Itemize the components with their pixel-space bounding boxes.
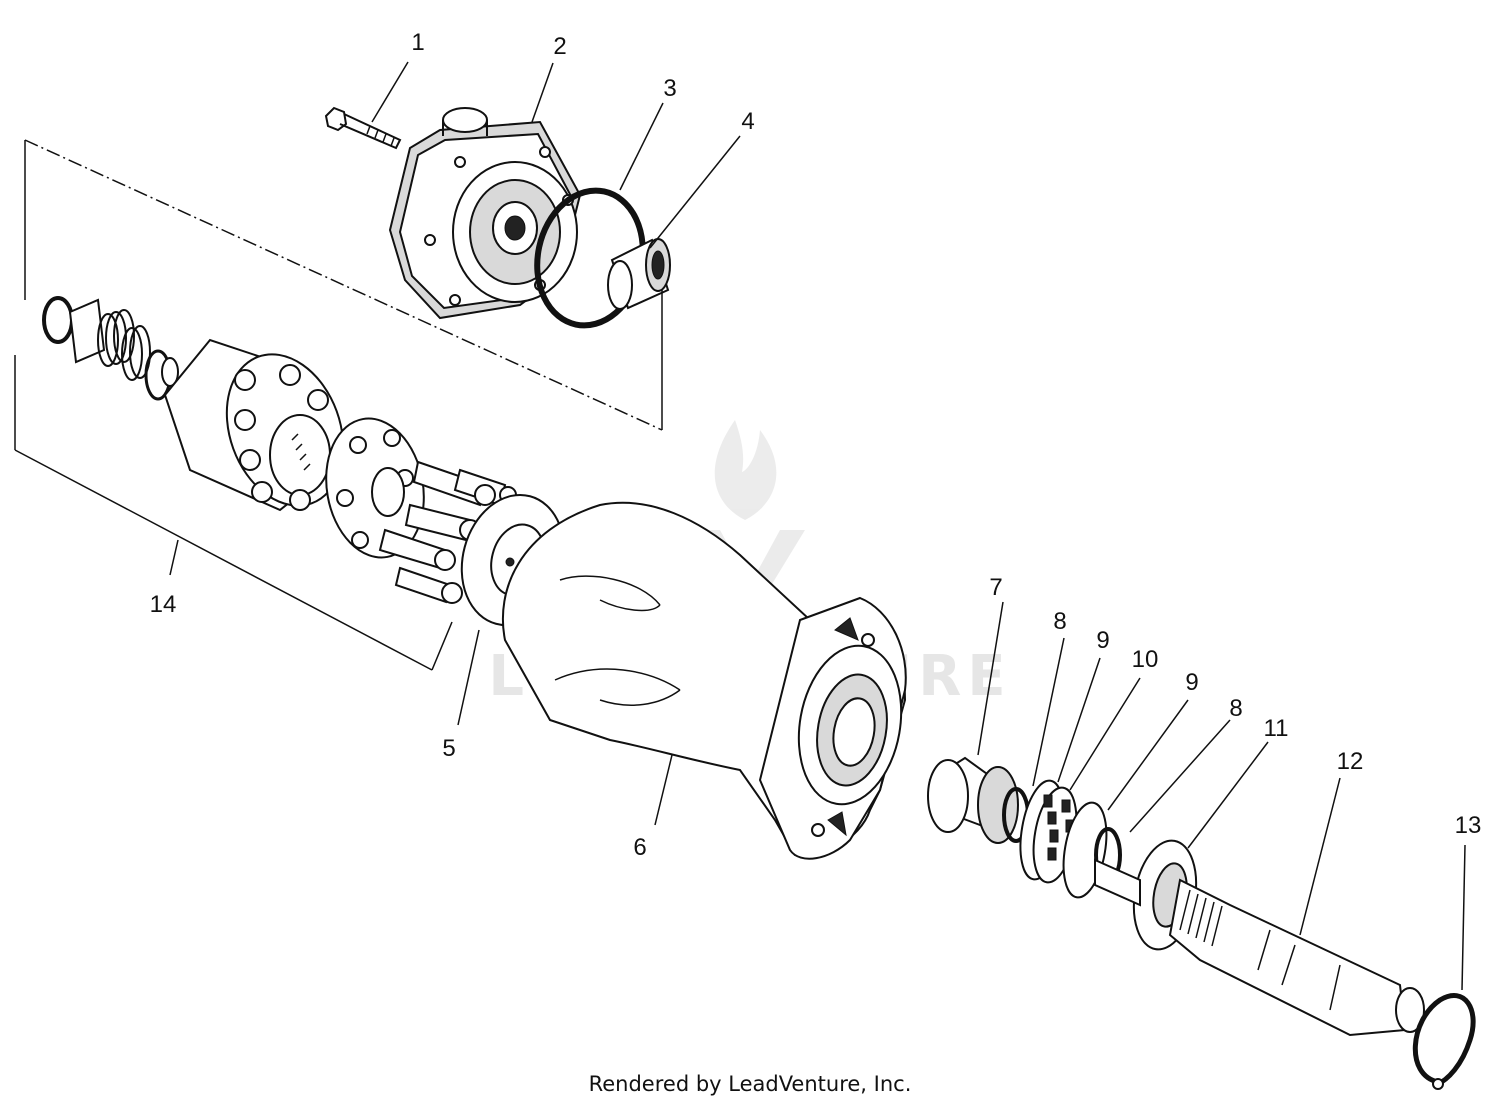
callout-9a: 9 <box>1096 627 1109 654</box>
part-13-retaining-ring <box>1412 993 1476 1090</box>
callout-5: 5 <box>442 735 455 762</box>
assembly-bracket-lines <box>14 139 663 671</box>
callout-1: 1 <box>411 29 424 56</box>
callout-14: 14 <box>150 591 177 618</box>
callout-4: 4 <box>741 108 754 135</box>
callout-labels: 1 2 3 4 5 6 7 8 9 10 9 8 11 12 13 14 <box>150 29 1482 861</box>
part-12-output-shaft <box>1094 858 1425 1037</box>
callout-2: 2 <box>553 33 566 60</box>
callout-11: 11 <box>1264 715 1289 742</box>
callout-9b: 9 <box>1185 669 1198 696</box>
piston-assembly <box>325 417 517 604</box>
part-14-rotating-group <box>42 296 345 512</box>
part-4-bushing <box>607 238 671 310</box>
callout-3: 3 <box>663 75 676 102</box>
callout-12: 12 <box>1337 748 1364 775</box>
part-1-bolt <box>324 106 402 150</box>
part-6-housing <box>501 501 907 860</box>
leader-lines <box>169 61 1466 991</box>
callout-10: 10 <box>1132 646 1159 673</box>
callout-13: 13 <box>1455 812 1482 839</box>
callout-7: 7 <box>989 574 1002 601</box>
callout-8a: 8 <box>1053 608 1066 635</box>
footer-credit: Rendered by LeadVenture, Inc. <box>588 1072 912 1096</box>
callout-8b: 8 <box>1229 695 1242 722</box>
callout-6: 6 <box>633 834 646 861</box>
part-7-bearing <box>927 756 1019 844</box>
